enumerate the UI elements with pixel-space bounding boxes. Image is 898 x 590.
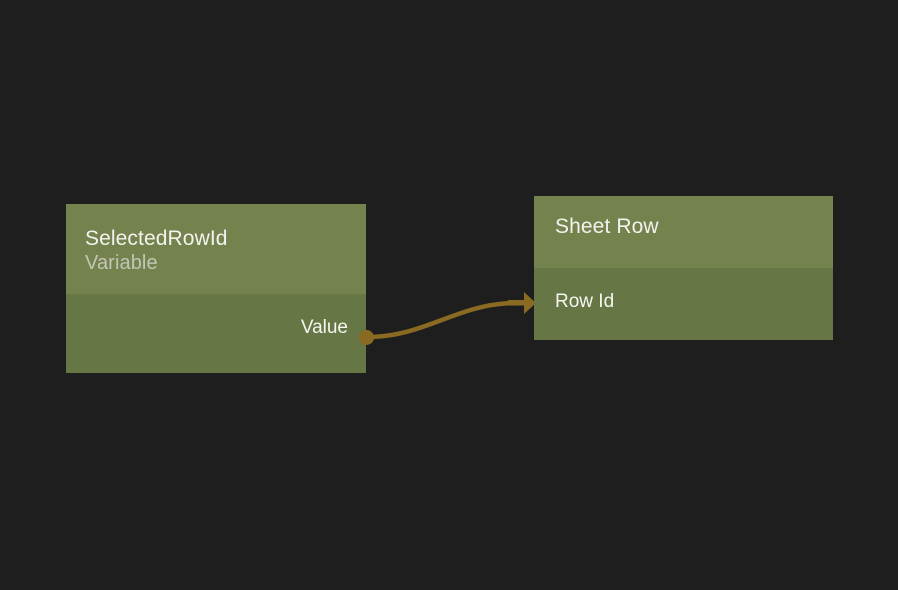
node-selectedrowid[interactable]: SelectedRowId Variable Value <box>66 204 366 373</box>
node-title: SelectedRowId <box>85 227 228 250</box>
node-title: Sheet Row <box>555 215 659 238</box>
input-port-row-id[interactable]: Row Id <box>555 290 614 313</box>
input-port-label: Row Id <box>555 291 615 312</box>
node-header-sheet-row[interactable]: Sheet Row <box>534 196 833 268</box>
node-header-selectedrowid[interactable]: SelectedRowId Variable <box>66 204 366 294</box>
output-port-label: Value <box>300 317 348 338</box>
node-body-selectedrowid: Value <box>66 294 366 373</box>
output-port-value[interactable]: Value <box>301 316 348 339</box>
connection-wire-value-to-rowid[interactable] <box>364 300 515 340</box>
node-subtitle: Variable <box>85 252 158 274</box>
node-body-sheet-row: Row Id <box>534 268 833 340</box>
circle-port-icon[interactable] <box>359 330 374 345</box>
arrow-port-stem <box>508 300 524 306</box>
node-sheet-row[interactable]: Sheet Row Row Id <box>534 196 833 340</box>
